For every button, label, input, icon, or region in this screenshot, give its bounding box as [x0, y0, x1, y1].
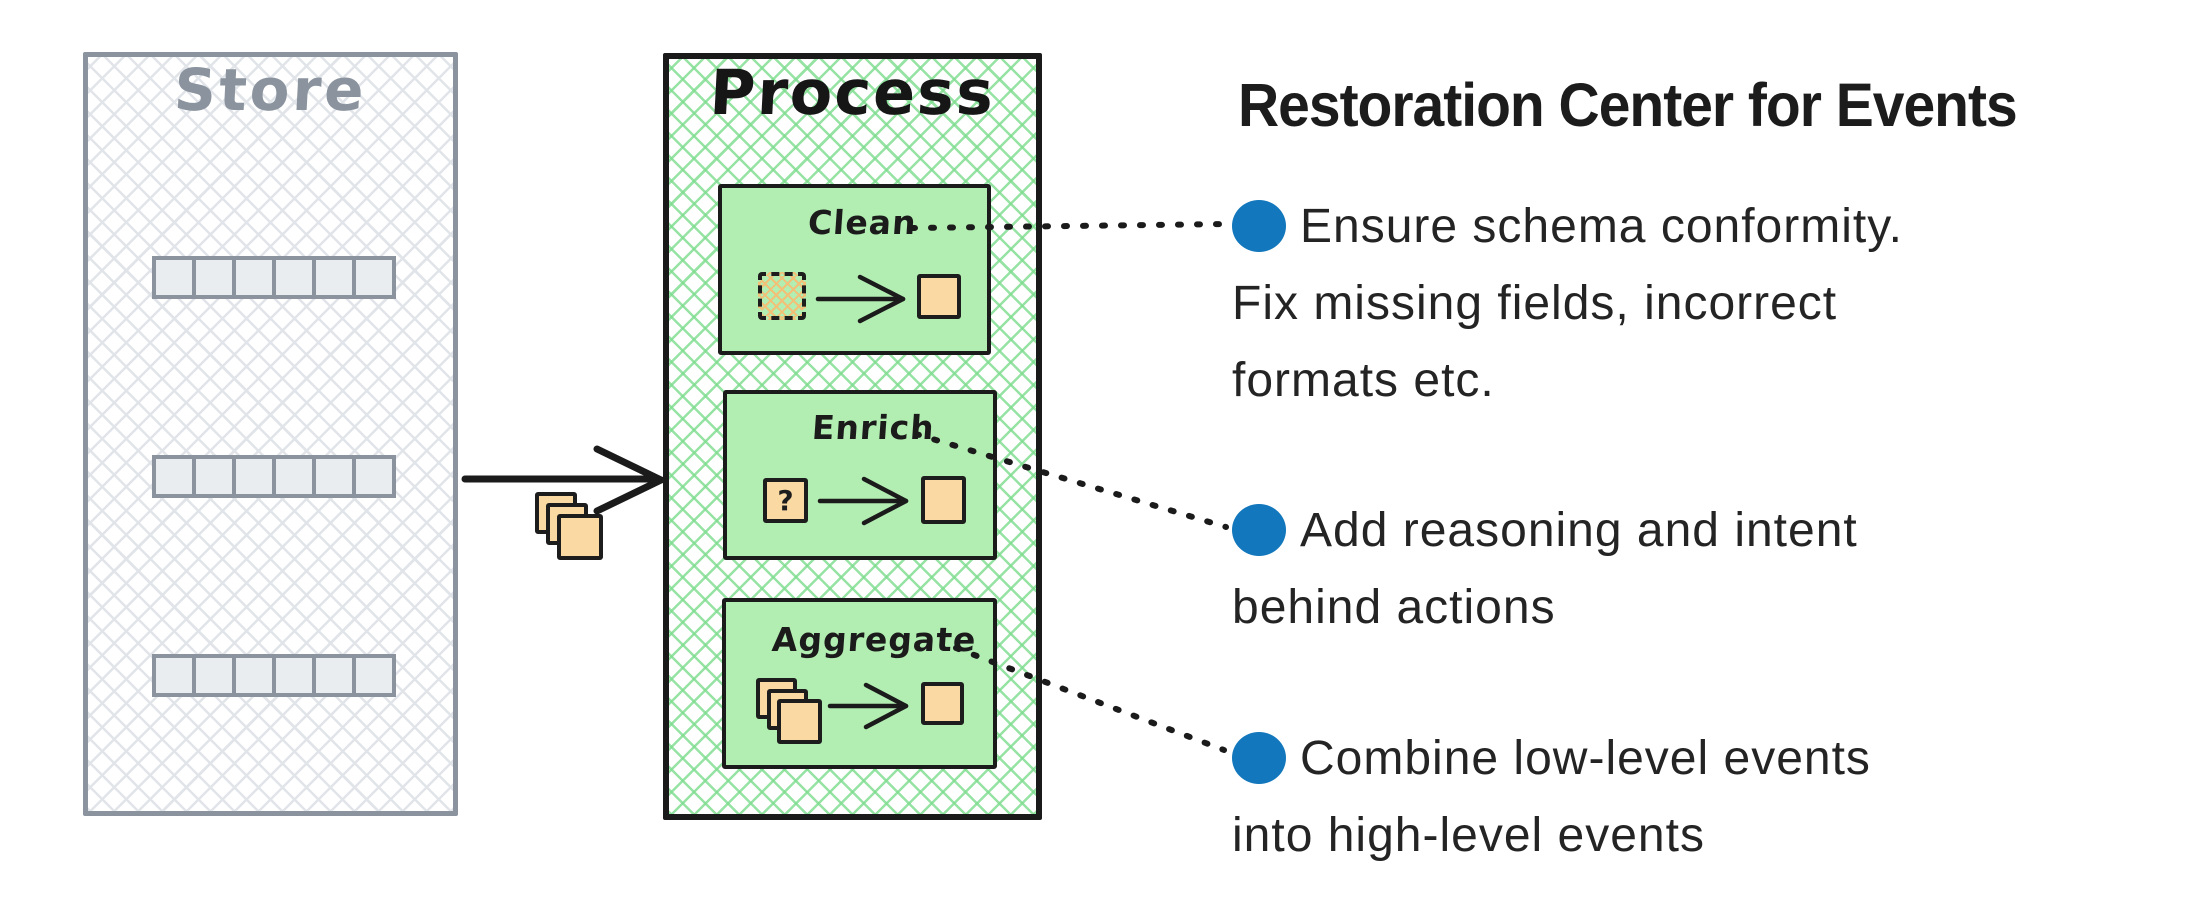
- bullet-line: Combine low-level events: [1232, 720, 2162, 797]
- store-cell: [272, 455, 316, 498]
- bullet-text: behind actions: [1232, 581, 1556, 634]
- enrich-output-square: [921, 476, 966, 524]
- bullet-dot-icon: [1232, 732, 1286, 784]
- step-aggregate-label: Aggregate: [770, 620, 978, 659]
- bullet-combine-events: Combine low-level events into high-level…: [1232, 720, 2162, 874]
- bullet-dot-icon: [1232, 200, 1286, 252]
- store-cell: [272, 654, 316, 697]
- bullet-text: into high-level events: [1232, 809, 1705, 862]
- store-cell: [352, 455, 396, 498]
- store-cell: [192, 256, 236, 299]
- store-cell: [152, 256, 196, 299]
- aggregate-output-square: [921, 682, 964, 725]
- store-cell: [352, 654, 396, 697]
- store-cell: [312, 256, 356, 299]
- store-container: [83, 52, 458, 816]
- bullet-ensure-schema: Ensure schema conformity. Fix missing fi…: [1232, 188, 2162, 419]
- bullet-line: Add reasoning and intent: [1232, 492, 2162, 569]
- store-cell: [232, 256, 276, 299]
- bullet-text: Add reasoning and intent: [1300, 504, 1858, 557]
- store-cell: [192, 455, 236, 498]
- bullet-dot-icon: [1232, 504, 1286, 556]
- store-shelf-row: [152, 455, 396, 498]
- event-doc-stack-front: [557, 514, 603, 560]
- bullet-line: Ensure schema conformity.: [1232, 188, 2162, 265]
- step-clean-card: [718, 184, 991, 355]
- bullet-text: formats etc.: [1232, 354, 1495, 407]
- store-cell: [312, 455, 356, 498]
- clean-output-square: [917, 274, 961, 319]
- store-shelf-row: [152, 256, 396, 299]
- page-title: Restoration Center for Events: [1238, 71, 2018, 141]
- process-title: Process: [707, 56, 998, 129]
- step-clean-label: Clean: [806, 203, 919, 242]
- bullet-add-reasoning: Add reasoning and intent behind actions: [1232, 492, 2162, 646]
- store-cell: [152, 654, 196, 697]
- step-enrich-label: Enrich: [810, 408, 937, 447]
- bullet-text: Combine low-level events: [1300, 732, 1871, 785]
- question-event-icon: ?: [763, 478, 808, 523]
- store-cell: [272, 256, 316, 299]
- store-cell: [232, 455, 276, 498]
- store-cell: [352, 256, 396, 299]
- store-title: Store: [172, 56, 369, 124]
- store-shelf-row: [152, 654, 396, 697]
- malformed-event-icon: [758, 272, 806, 320]
- bullet-text: Ensure schema conformity.: [1300, 200, 1903, 253]
- question-mark: ?: [777, 484, 794, 517]
- store-cell: [312, 654, 356, 697]
- aggregate-stack-front: [777, 699, 822, 744]
- store-cell: [152, 455, 196, 498]
- bullet-text: Fix missing fields, incorrect: [1232, 277, 1838, 330]
- store-cell: [232, 654, 276, 697]
- store-cell: [192, 654, 236, 697]
